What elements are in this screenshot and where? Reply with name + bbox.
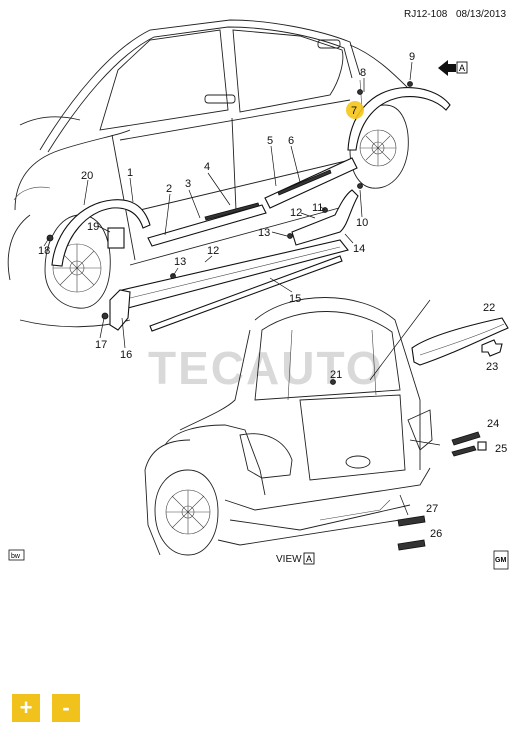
callout-10[interactable]: 10 — [356, 217, 368, 229]
callout-11[interactable]: 11 — [312, 202, 323, 214]
fender-liner-bracket — [107, 227, 125, 249]
badge-clip — [477, 441, 487, 451]
callout-4[interactable]: 4 — [204, 161, 210, 173]
view-label-ref: A — [306, 554, 312, 564]
callout-17[interactable]: 17 — [95, 339, 107, 351]
rear-nameplate[interactable] — [397, 539, 426, 551]
callout-16[interactable]: 16 — [120, 349, 132, 361]
callout-2[interactable]: 2 — [166, 183, 172, 195]
callout-6[interactable]: 6 — [288, 135, 294, 147]
callout-8[interactable]: 8 — [360, 67, 366, 79]
fastener-icon — [357, 183, 363, 189]
callout-3[interactable]: 3 — [185, 178, 191, 190]
callout-12a[interactable]: 12 — [290, 207, 302, 219]
callout-18[interactable]: 18 — [38, 245, 50, 257]
callout-13a[interactable]: 13 — [258, 227, 270, 239]
callout-23[interactable]: 23 — [486, 361, 498, 373]
view-label: VIEW — [276, 554, 302, 565]
fastener-icon — [357, 89, 363, 95]
view-arrow-icon: A — [438, 60, 468, 76]
callout-12b[interactable]: 12 — [207, 245, 219, 257]
drawing-id: RJ12-108 — [404, 9, 448, 20]
callout-13b[interactable]: 13 — [174, 256, 186, 268]
zoom-out-button[interactable]: - — [52, 694, 80, 722]
fastener-icon — [287, 233, 293, 239]
watermark: TECAUTO — [148, 342, 384, 394]
callout-9[interactable]: 9 — [409, 51, 415, 63]
callout-20[interactable]: 20 — [81, 170, 93, 182]
callout-19[interactable]: 19 — [87, 221, 99, 233]
gm-logo-icon: GM — [493, 550, 509, 570]
nameplate-badge[interactable] — [451, 431, 481, 446]
front-rocker-extension[interactable] — [109, 289, 131, 331]
rocker-molding[interactable] — [149, 255, 343, 332]
rear-wheel-flare[interactable] — [347, 87, 451, 151]
callout-21[interactable]: 21 — [330, 369, 342, 381]
rear-nameplate[interactable] — [397, 515, 426, 527]
rocker-panel[interactable] — [113, 239, 349, 320]
rear-rocker-extension[interactable] — [291, 189, 359, 246]
zoom-in-button[interactable]: + — [12, 694, 40, 722]
callout-15[interactable]: 15 — [289, 293, 301, 305]
leader-lines — [43, 61, 413, 349]
callout-1[interactable]: 1 — [127, 167, 133, 179]
fastener-icon — [46, 234, 54, 242]
rear-door-strip[interactable] — [277, 169, 332, 196]
front-door-strip[interactable] — [204, 202, 260, 221]
view-arrow-label: A — [459, 63, 465, 73]
callout-25[interactable]: 25 — [495, 443, 507, 455]
front-door-molding[interactable] — [147, 204, 267, 247]
callout-5[interactable]: 5 — [267, 135, 273, 147]
nameplate-badge[interactable] — [451, 445, 477, 457]
callout-7[interactable]: 7 — [351, 105, 357, 117]
fastener-icon — [407, 81, 413, 87]
callouts: 1 2 3 4 5 6 7 8 9 10 11 12 12 13 13 14 1… — [38, 51, 507, 540]
callout-14[interactable]: 14 — [353, 243, 365, 255]
callout-24[interactable]: 24 — [487, 418, 499, 430]
callout-highlight — [346, 101, 364, 119]
fastener-icon — [330, 379, 336, 385]
callout-22[interactable]: 22 — [483, 302, 495, 314]
bowtie-emblem[interactable] — [481, 339, 503, 357]
gm-badge-text: GM — [495, 557, 506, 564]
rear-door-molding[interactable] — [264, 157, 358, 209]
callout-27[interactable]: 27 — [426, 503, 438, 515]
corner-label: bw — [11, 553, 21, 560]
fastener-icon — [101, 312, 109, 320]
callout-26[interactable]: 26 — [430, 528, 442, 540]
drawing-date: 08/13/2013 — [456, 9, 506, 20]
front-wheel-flare[interactable] — [51, 199, 151, 267]
vehicle-rear-view — [144, 297, 441, 556]
